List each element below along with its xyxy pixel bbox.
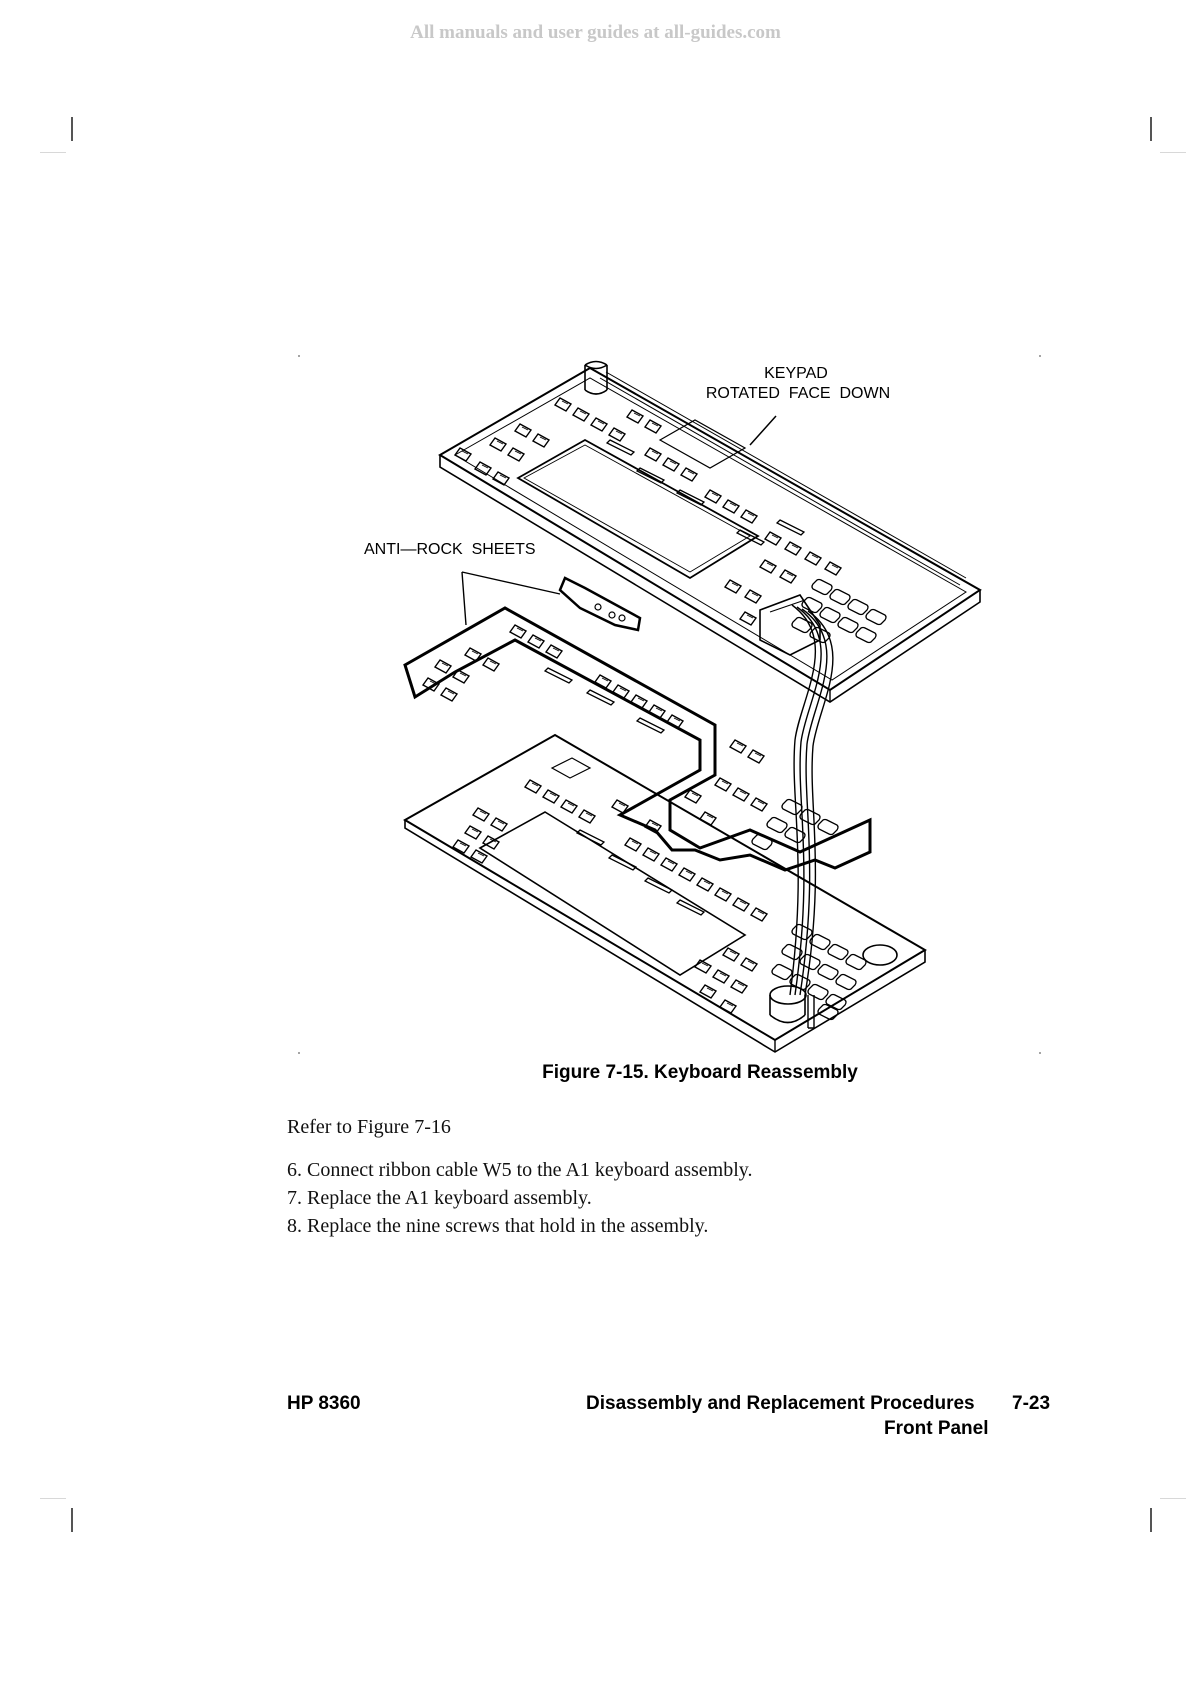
crop-tick-top-right [1160,152,1186,153]
procedure-steps: 6. Connect ribbon cable W5 to the A1 key… [287,1156,752,1240]
footer-subsection: Front Panel [884,1418,989,1439]
watermark: All manuals and user guides at all-guide… [410,22,781,43]
fig-dot [1039,355,1041,357]
anti-rock-sheet-small [558,576,642,632]
list-item: 8. Replace the nine screws that hold in … [287,1215,709,1237]
fig-dot [298,355,300,357]
bottom-keyboard-base [403,733,927,1053]
bottom-base-post [807,995,815,1029]
crop-tick-bottom-right [1160,1498,1186,1499]
anti-rock-sheet-large-keys [422,624,839,851]
crop-tick-bottom-left [40,1498,66,1499]
ribbon-cable [789,604,834,996]
label-keypad-line1: KEYPAD [764,365,828,382]
top-keypad-edge [439,455,981,703]
bottom-base-outline [403,733,927,1042]
top-keypad-rail [599,371,967,586]
bottom-base-connector [769,995,806,1015]
crop-mark-bottom-right [1150,1508,1152,1532]
anti-rock-sheet-large [403,606,872,872]
fig-dot [1039,1052,1041,1054]
bottom-base-display-window [478,811,747,976]
top-keypad-label-panel [658,419,747,469]
bottom-base-edge [404,820,926,1053]
list-item: 7. Replace the A1 keyboard assembly. [287,1187,592,1209]
top-keypad-display-window [516,438,760,580]
keypad-leader-line [749,415,777,446]
top-keypad-rim [454,377,967,681]
figure-caption: Figure 7-15. Keyboard Reassembly [542,1062,858,1083]
anti-rock-leader-line [461,571,561,626]
bottom-base-knob-hole [862,944,898,966]
bottom-base-label-panel [550,757,592,779]
footer-section: Disassembly and Replacement Procedures [586,1393,975,1414]
crop-mark-top-right [1150,117,1152,141]
crop-mark-top-left [71,117,73,141]
footer-model: HP 8360 [287,1393,361,1414]
crop-tick-top-left [40,152,66,153]
footer-page-number: 7-23 [1012,1393,1051,1414]
keyboard-reassembly-figure: KEYPAD ROTATED FACE DOWN ANTI—ROCK SHEET… [298,355,1041,1054]
crop-mark-bottom-left [71,1508,73,1532]
fig-dot [298,1052,300,1054]
top-keypad-connector [759,594,821,656]
label-keypad-line2: ROTATED FACE DOWN [706,385,890,402]
list-item: 6. Connect ribbon cable W5 to the A1 key… [287,1159,753,1181]
label-anti-rock-sheets: ANTI—ROCK SHEETS [364,541,536,558]
intro-text: Refer to Figure 7-16 [287,1116,451,1138]
top-keypad [438,360,982,703]
top-keypad-knob [584,360,608,390]
